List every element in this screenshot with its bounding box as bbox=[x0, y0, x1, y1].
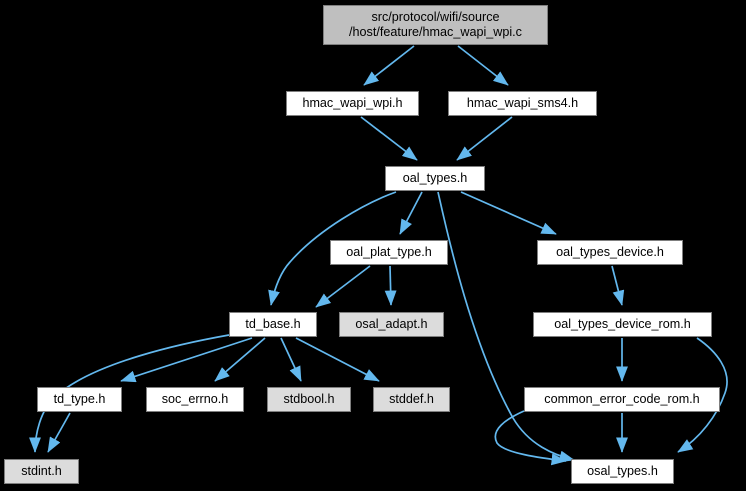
edge-td_base_h-to-stdint_h bbox=[29, 334, 230, 453]
edge-oal_types_h-to-oal_types_device_h bbox=[460, 191, 557, 235]
node-label-oal_types_device_h: oal_types_device.h bbox=[556, 245, 664, 260]
node-label-td_type_h: td_type.h bbox=[53, 392, 106, 407]
node-label-oal_plat_type_h: oal_plat_type.h bbox=[346, 245, 432, 260]
edge-oal_types_device_h-to-oal_types_device_rom_h bbox=[611, 265, 625, 306]
edge-oal_plat_type_h-to-td_base_h bbox=[315, 265, 371, 308]
node-label-hmac_wapi_wpi_h: hmac_wapi_wpi.h bbox=[302, 96, 403, 111]
node-oal_types_device_rom_h[interactable]: oal_types_device_rom.h bbox=[533, 312, 712, 337]
node-label-stdbool_h: stdbool.h bbox=[283, 392, 335, 407]
node-stdint_h[interactable]: stdint.h bbox=[4, 459, 79, 484]
node-hmac_wapi_wpi_h[interactable]: hmac_wapi_wpi.h bbox=[286, 91, 419, 116]
node-oal_types_h[interactable]: oal_types.h bbox=[385, 166, 485, 191]
node-stdbool_h[interactable]: stdbool.h bbox=[267, 387, 351, 412]
edge-root-to-hmac_wapi_sms4_h bbox=[457, 45, 509, 86]
edge-oal_types_h-to-td_base_h bbox=[268, 191, 397, 306]
edge-td_base_h-to-soc_errno_h bbox=[214, 337, 266, 382]
edge-oal_types_device_rom_h-to-osal_types_h bbox=[677, 337, 728, 453]
node-label-soc_errno_h: soc_errno.h bbox=[161, 392, 229, 407]
node-label-stddef_h: stddef.h bbox=[389, 392, 434, 407]
node-label-common_error_code_rom_h: common_error_code_rom.h bbox=[544, 392, 700, 407]
node-td_base_h[interactable]: td_base.h bbox=[229, 312, 317, 337]
edge-hmac_wapi_sms4_h-to-oal_types_h bbox=[456, 116, 513, 161]
node-soc_errno_h[interactable]: soc_errno.h bbox=[146, 387, 244, 412]
node-label-stdint_h: stdint.h bbox=[21, 464, 62, 479]
edge-td_base_h-to-stddef_h bbox=[295, 337, 380, 382]
edge-oal_types_h-to-osal_types_h bbox=[437, 191, 575, 463]
node-label-oal_types_h: oal_types.h bbox=[402, 171, 468, 186]
node-osal_types_h[interactable]: osal_types.h bbox=[571, 459, 674, 484]
edge-root-to-hmac_wapi_wpi_h bbox=[363, 45, 415, 86]
node-common_error_code_rom_h[interactable]: common_error_code_rom.h bbox=[524, 387, 720, 412]
node-label-td_base_h: td_base.h bbox=[245, 317, 301, 332]
node-td_type_h[interactable]: td_type.h bbox=[37, 387, 122, 412]
node-oal_plat_type_h[interactable]: oal_plat_type.h bbox=[330, 240, 448, 265]
node-label-hmac_wapi_sms4_h: hmac_wapi_sms4.h bbox=[466, 96, 579, 111]
node-label-oal_types_device_rom_h: oal_types_device_rom.h bbox=[554, 317, 691, 332]
edge-oal_plat_type_h-to-osal_adapt_h bbox=[384, 265, 397, 306]
node-label-osal_types_h: osal_types.h bbox=[587, 464, 658, 479]
edge-td_base_h-to-stdbool_h bbox=[280, 337, 302, 382]
node-hmac_wapi_sms4_h[interactable]: hmac_wapi_sms4.h bbox=[448, 91, 597, 116]
edge-hmac_wapi_wpi_h-to-oal_types_h bbox=[360, 116, 418, 161]
edge-common_error_code_rom_h-to-osal_types_h_left bbox=[494, 410, 567, 466]
edge-td_base_h-to-td_type_h bbox=[120, 337, 253, 383]
node-label-osal_adapt_h: osal_adapt.h bbox=[355, 317, 428, 332]
node-label-root: src/protocol/wifi/source /host/feature/h… bbox=[349, 10, 522, 39]
node-oal_types_device_h[interactable]: oal_types_device.h bbox=[537, 240, 683, 265]
node-root[interactable]: src/protocol/wifi/source /host/feature/h… bbox=[323, 5, 548, 45]
node-osal_adapt_h[interactable]: osal_adapt.h bbox=[339, 312, 444, 337]
node-stddef_h[interactable]: stddef.h bbox=[373, 387, 450, 412]
edge-td_type_h-to-stdint_h bbox=[47, 412, 71, 453]
edge-oal_types_h-to-oal_plat_type_h bbox=[399, 191, 423, 235]
